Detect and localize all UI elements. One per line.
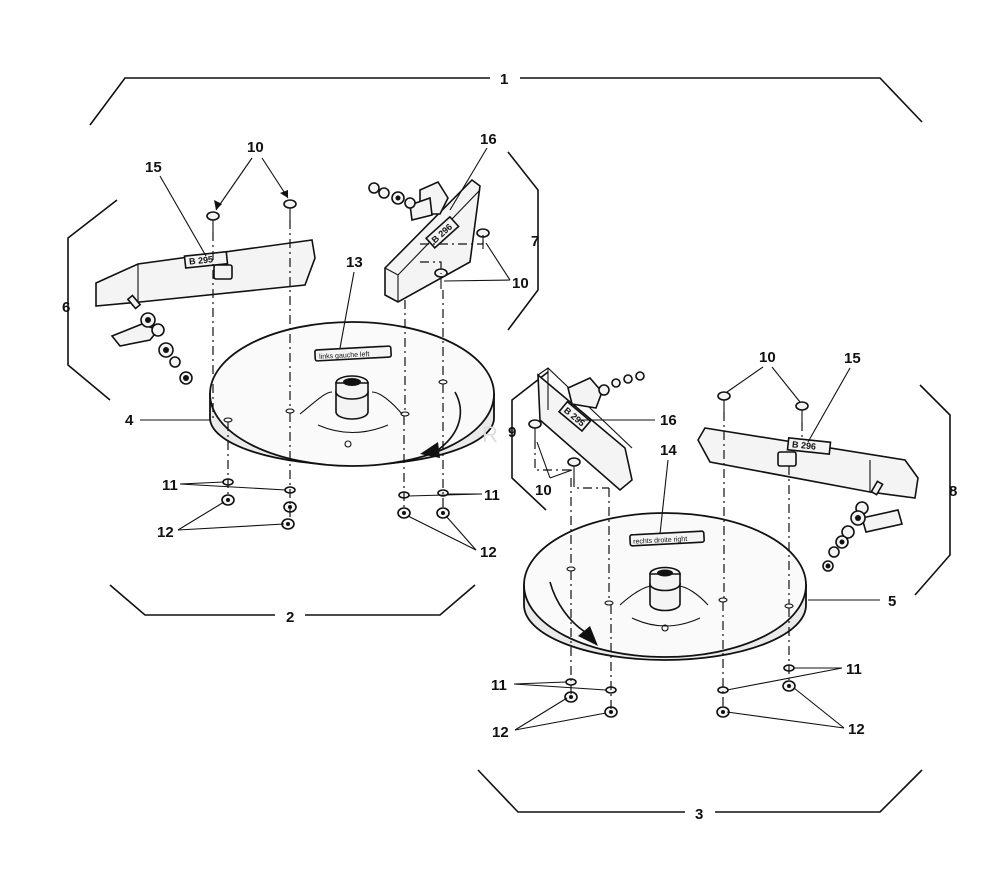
callout-12-d: 12 [848,721,865,738]
bolt-icon [717,391,731,412]
left-disc-label: links gauche left [319,351,370,361]
bolt-icon [206,211,220,232]
callout-5: 5 [888,593,896,610]
bolt-icon [476,228,490,249]
group-bracket-6 [67,199,118,401]
right-bar-fasteners [822,480,904,572]
callout-9: 9 [508,424,516,441]
callout-16-a: 16 [480,131,497,148]
right-bar-code: B 296 [792,439,817,451]
callout-12-a: 12 [157,524,174,541]
right-disc: rechts droite right [523,512,807,661]
bolt-icon [795,401,809,422]
left-bar-code: B 295 [189,254,214,266]
bolt-icon [283,199,297,220]
callout-16-b: 16 [660,412,677,429]
washers-nuts-right [564,664,796,718]
group-bracket-9 [511,371,549,511]
bolt-icon [528,419,542,440]
left-bar-fasteners [110,294,193,385]
left-disc-bracket: B 296 [368,178,481,303]
callout-3: 3 [695,806,703,823]
callout-11-a: 11 [162,477,178,494]
leader-lines [140,147,880,731]
callout-14: 14 [660,442,677,459]
callout-10-b: 10 [512,275,529,292]
callout-7: 7 [531,233,539,250]
group-bracket-2 [109,584,476,616]
callout-11-b: 11 [484,487,500,504]
bolt-icon [567,457,581,478]
callout-12-c: 12 [492,724,509,741]
callout-11-c: 11 [491,677,507,694]
right-disc-bracket: B 295 [537,367,645,492]
callout-numbers: 1 2 3 4 5 6 7 8 9 10 10 10 10 11 11 11 1… [62,71,957,823]
left-disc: links gauche left [209,321,495,467]
callout-12-b: 12 [480,544,497,561]
group-bracket-8 [914,384,951,596]
callout-10-d: 10 [535,482,552,499]
callout-11-d: 11 [846,661,862,678]
alignment-lines [212,220,803,712]
callout-10-a: 10 [247,139,264,156]
callout-15-a: 15 [145,159,162,176]
left-guard-bar: B 295 [95,239,316,307]
bolts-10 [206,199,809,478]
group-bracket-3 [477,769,923,813]
right-disc-label: rechts droite right [633,536,687,546]
group-bracket-7 [507,151,539,331]
washers-nuts-left [221,478,450,530]
callout-4: 4 [125,412,134,429]
callout-8: 8 [949,483,957,500]
callout-15-b: 15 [844,350,861,367]
watermark: R [482,422,498,447]
group-bracket-1 [89,77,923,126]
callout-13: 13 [346,254,363,271]
right-guard-bar: B 296 [697,427,919,499]
callout-1: 1 [500,71,508,88]
callout-6: 6 [62,299,70,316]
callout-2: 2 [286,609,294,626]
callout-10-c: 10 [759,349,776,366]
